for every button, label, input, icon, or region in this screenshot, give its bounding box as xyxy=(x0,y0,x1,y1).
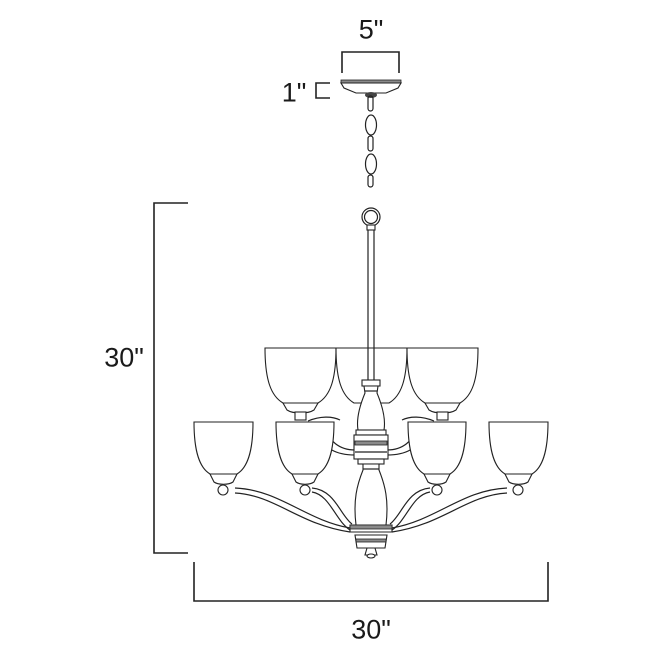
height-dimension-bracket xyxy=(153,202,188,554)
chain xyxy=(364,95,378,188)
lower-tier-shades xyxy=(193,421,549,496)
lower-shade-3 xyxy=(407,421,467,496)
upper-shade-center xyxy=(335,347,408,404)
overall-width-label: 30" xyxy=(351,614,391,645)
lower-shade-4 xyxy=(488,421,549,496)
hanging-ring xyxy=(361,207,381,231)
upper-shade-right xyxy=(406,347,479,421)
canopy xyxy=(340,79,402,98)
center-column xyxy=(349,379,393,559)
upper-shade-left xyxy=(264,347,337,421)
canopy-width-bracket xyxy=(341,51,400,73)
lower-shade-2 xyxy=(275,421,335,496)
canopy-width-label: 5" xyxy=(358,14,384,45)
width-dimension-bracket xyxy=(193,562,549,602)
lower-tier-arms xyxy=(234,487,508,533)
lower-shade-1 xyxy=(193,421,254,496)
upper-tier-shades xyxy=(264,347,479,421)
canopy-height-bracket xyxy=(315,82,330,99)
overall-height-label: 30" xyxy=(104,342,144,373)
canopy-height-label: 1" xyxy=(281,77,307,108)
